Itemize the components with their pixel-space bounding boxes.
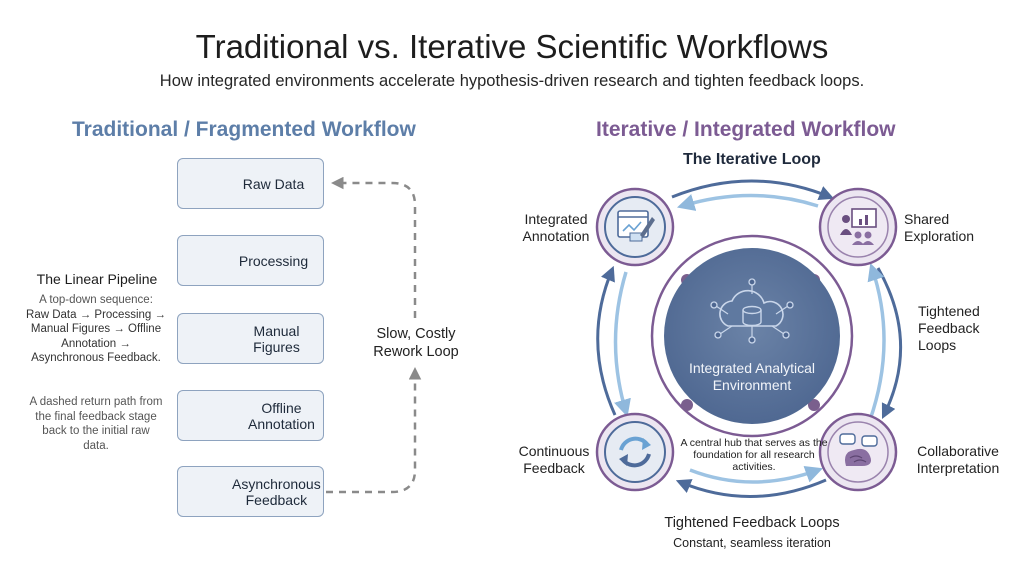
- step-label: Asynchronous Feedback: [232, 475, 321, 508]
- pipeline-sequence: Raw Data → Processing → Manual Figures →…: [26, 308, 166, 365]
- step-offline-annotation: Offline Annotation: [177, 390, 324, 441]
- hub-label: Integrated Analytical Environment: [688, 360, 816, 393]
- cloud-network-icon: [710, 278, 794, 344]
- pipeline-intro: A top-down sequence:: [39, 294, 153, 306]
- hub-description: A central hub that serves as the foundat…: [680, 437, 828, 473]
- step-raw-data: Raw Data: [177, 158, 324, 209]
- pipeline-title: The Linear Pipeline: [36, 271, 158, 287]
- rework-loop-label: Slow, Costly Rework Loop: [373, 326, 459, 360]
- return-path-description: A dashed return path from the final feed…: [29, 396, 163, 452]
- node-label-interpretation: Collaborative Interpretation: [916, 443, 1000, 476]
- node-label-exploration: Shared Exploration: [904, 211, 975, 244]
- step-label: Manual Figures: [253, 322, 300, 355]
- traditional-heading: Traditional / Fragmented Workflow: [72, 118, 416, 141]
- step-asynchronous-feedback: Asynchronous Feedback: [177, 466, 324, 517]
- brain-chat-icon: [839, 433, 878, 466]
- step-manual-figures: Manual Figures: [177, 313, 324, 364]
- outer-loop-arrows: [596, 179, 903, 498]
- step-processing: Processing: [177, 235, 324, 286]
- connector-ring: [650, 234, 854, 438]
- node-feedback-circle: [595, 412, 675, 492]
- cycle-arrows-icon: [619, 436, 651, 468]
- node-label-feedback: Continuous Feedback: [518, 443, 590, 476]
- page-subtitle: How integrated environments accelerate h…: [159, 72, 865, 90]
- loop-title: The Iterative Loop: [683, 151, 821, 168]
- pipeline-description: A top-down sequence: Raw Data → Processi…: [24, 293, 168, 366]
- step-label: Processing: [238, 252, 309, 269]
- step-label: Offline Annotation: [248, 399, 315, 432]
- bottom-loop-subtitle: Constant, seamless iteration: [673, 536, 831, 550]
- integrated-heading: Iterative / Integrated Workflow: [596, 118, 896, 141]
- step-label: Raw Data: [242, 175, 305, 192]
- editor-pen-icon: [617, 210, 655, 242]
- presentation-icon: [840, 208, 877, 245]
- rework-loop-arrow: [326, 176, 422, 494]
- inner-loop-arrows: [613, 193, 886, 484]
- page-title: Traditional vs. Iterative Scientific Wor…: [195, 28, 829, 65]
- node-label-annotation: Integrated Annotation: [522, 211, 590, 244]
- bottom-loop-title: Tightened Feedback Loops: [664, 515, 840, 531]
- side-feedback-label: Tightened Feedback Loops: [918, 303, 980, 353]
